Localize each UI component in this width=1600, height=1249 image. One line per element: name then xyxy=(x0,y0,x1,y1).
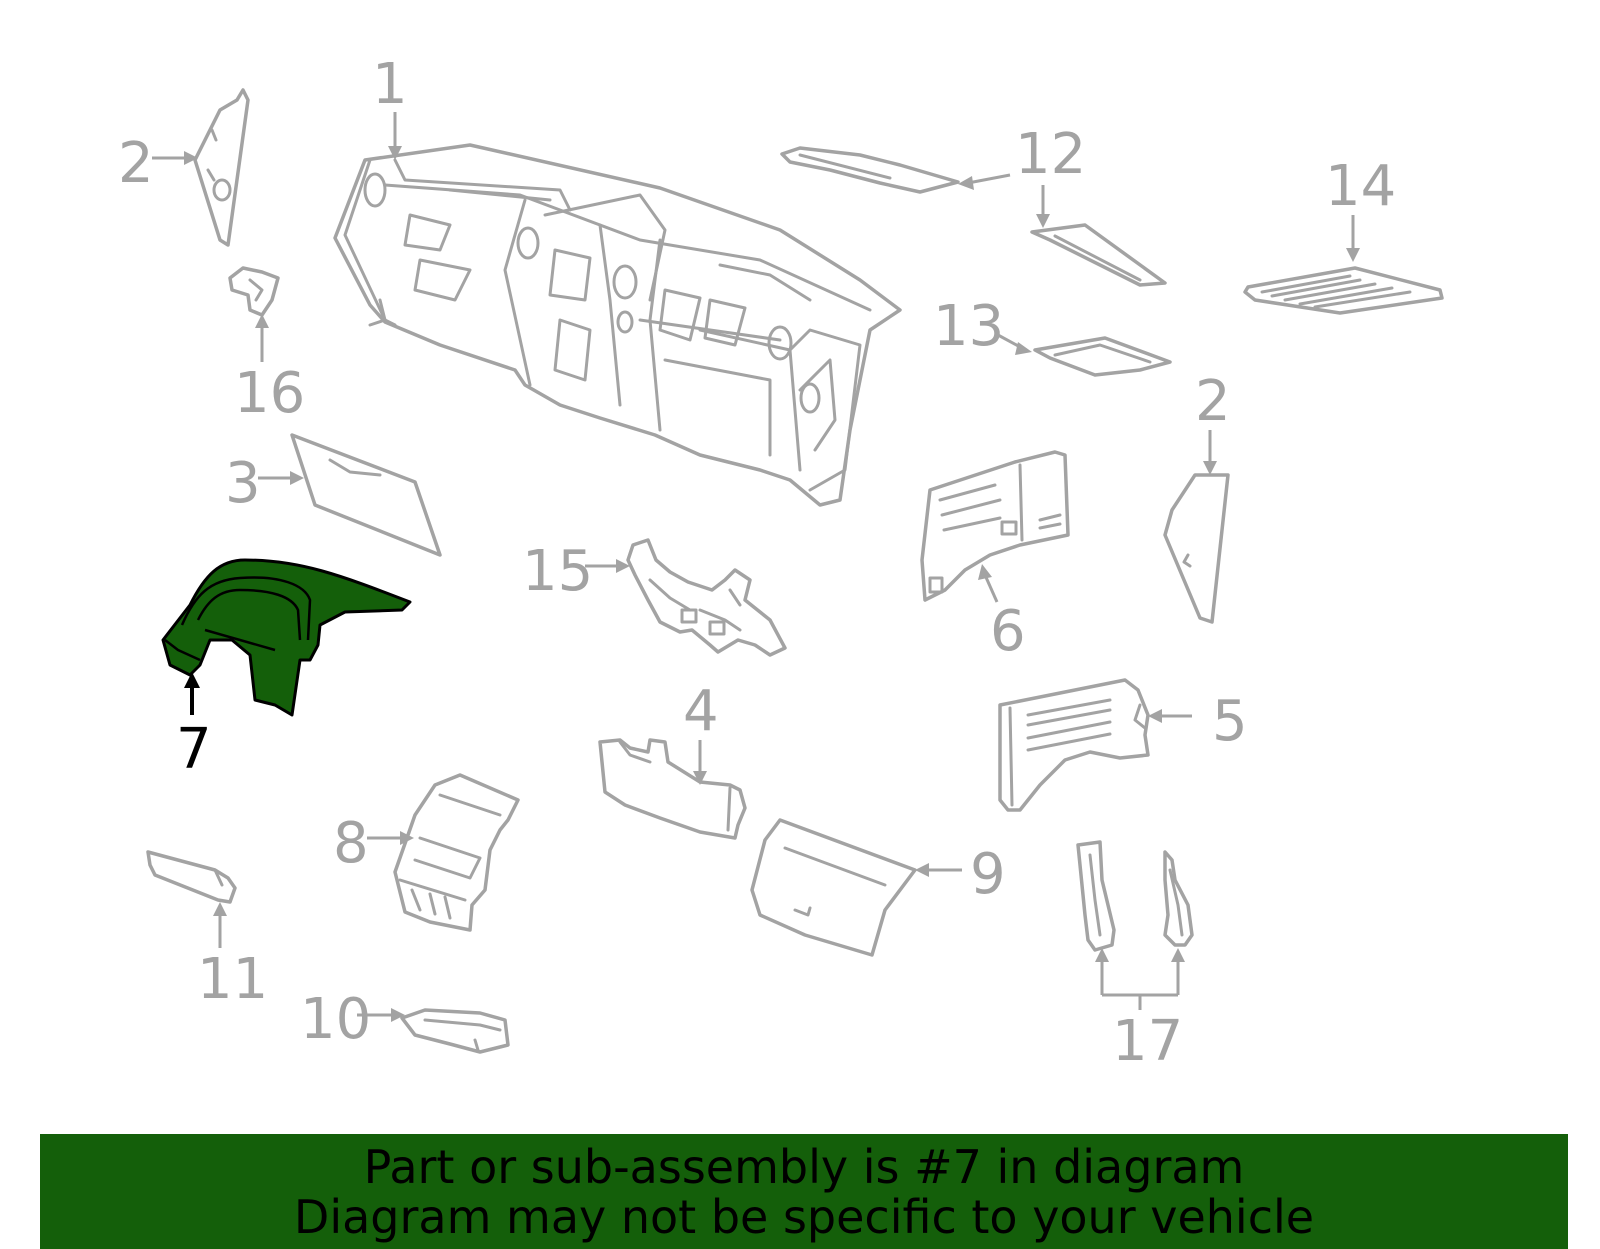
part-15-bracket-assembly[interactable] xyxy=(626,538,787,657)
part-2-side-trim-left[interactable] xyxy=(193,88,250,247)
part-12-top-pad[interactable] xyxy=(780,146,960,194)
label-7: 7 xyxy=(176,717,212,782)
part-10-bracket[interactable] xyxy=(400,1008,510,1054)
part-8-center-bezel[interactable] xyxy=(393,773,520,932)
part-1-instrument-panel[interactable] xyxy=(333,143,902,507)
part-5-side-panel[interactable] xyxy=(998,678,1150,812)
label-2-right: 2 xyxy=(1195,369,1231,434)
part-14-grille[interactable] xyxy=(1243,266,1444,315)
label-8: 8 xyxy=(333,811,369,876)
part-16-bracket[interactable] xyxy=(228,266,280,317)
label-13: 13 xyxy=(933,294,1004,359)
part-9-cover[interactable] xyxy=(750,818,917,957)
part-12b-defrost-panel[interactable] xyxy=(1030,223,1167,287)
label-3: 3 xyxy=(225,451,261,516)
part-2-side-trim-right[interactable] xyxy=(1163,473,1230,624)
banner-line-2: Diagram may not be specific to your vehi… xyxy=(293,1190,1315,1244)
label-14: 14 xyxy=(1325,154,1396,219)
label-9: 9 xyxy=(970,842,1006,907)
label-5: 5 xyxy=(1212,689,1248,754)
footer-banner: Part or sub-assembly is #7 in diagram Di… xyxy=(40,1134,1568,1249)
label-12: 12 xyxy=(1015,122,1086,187)
label-15: 15 xyxy=(522,539,593,604)
label-16: 16 xyxy=(234,361,305,426)
part-11-trim[interactable] xyxy=(146,850,237,904)
part-17-bracket-pair[interactable] xyxy=(1076,840,1194,952)
label-11: 11 xyxy=(197,947,268,1012)
label-10: 10 xyxy=(300,987,371,1052)
label-1: 1 xyxy=(372,52,408,117)
label-4: 4 xyxy=(683,679,719,744)
part-6-side-panel[interactable] xyxy=(920,450,1070,602)
part-4-lower-panel[interactable] xyxy=(598,738,747,840)
label-2-left: 2 xyxy=(118,131,154,196)
part-3-panel[interactable] xyxy=(290,433,442,557)
label-17: 17 xyxy=(1112,1009,1183,1074)
part-7-cluster-bezel[interactable] xyxy=(161,558,412,717)
label-6: 6 xyxy=(990,599,1026,664)
banner-line-1: Part or sub-assembly is #7 in diagram xyxy=(363,1140,1245,1194)
part-13-vent-panel[interactable] xyxy=(1033,336,1172,377)
